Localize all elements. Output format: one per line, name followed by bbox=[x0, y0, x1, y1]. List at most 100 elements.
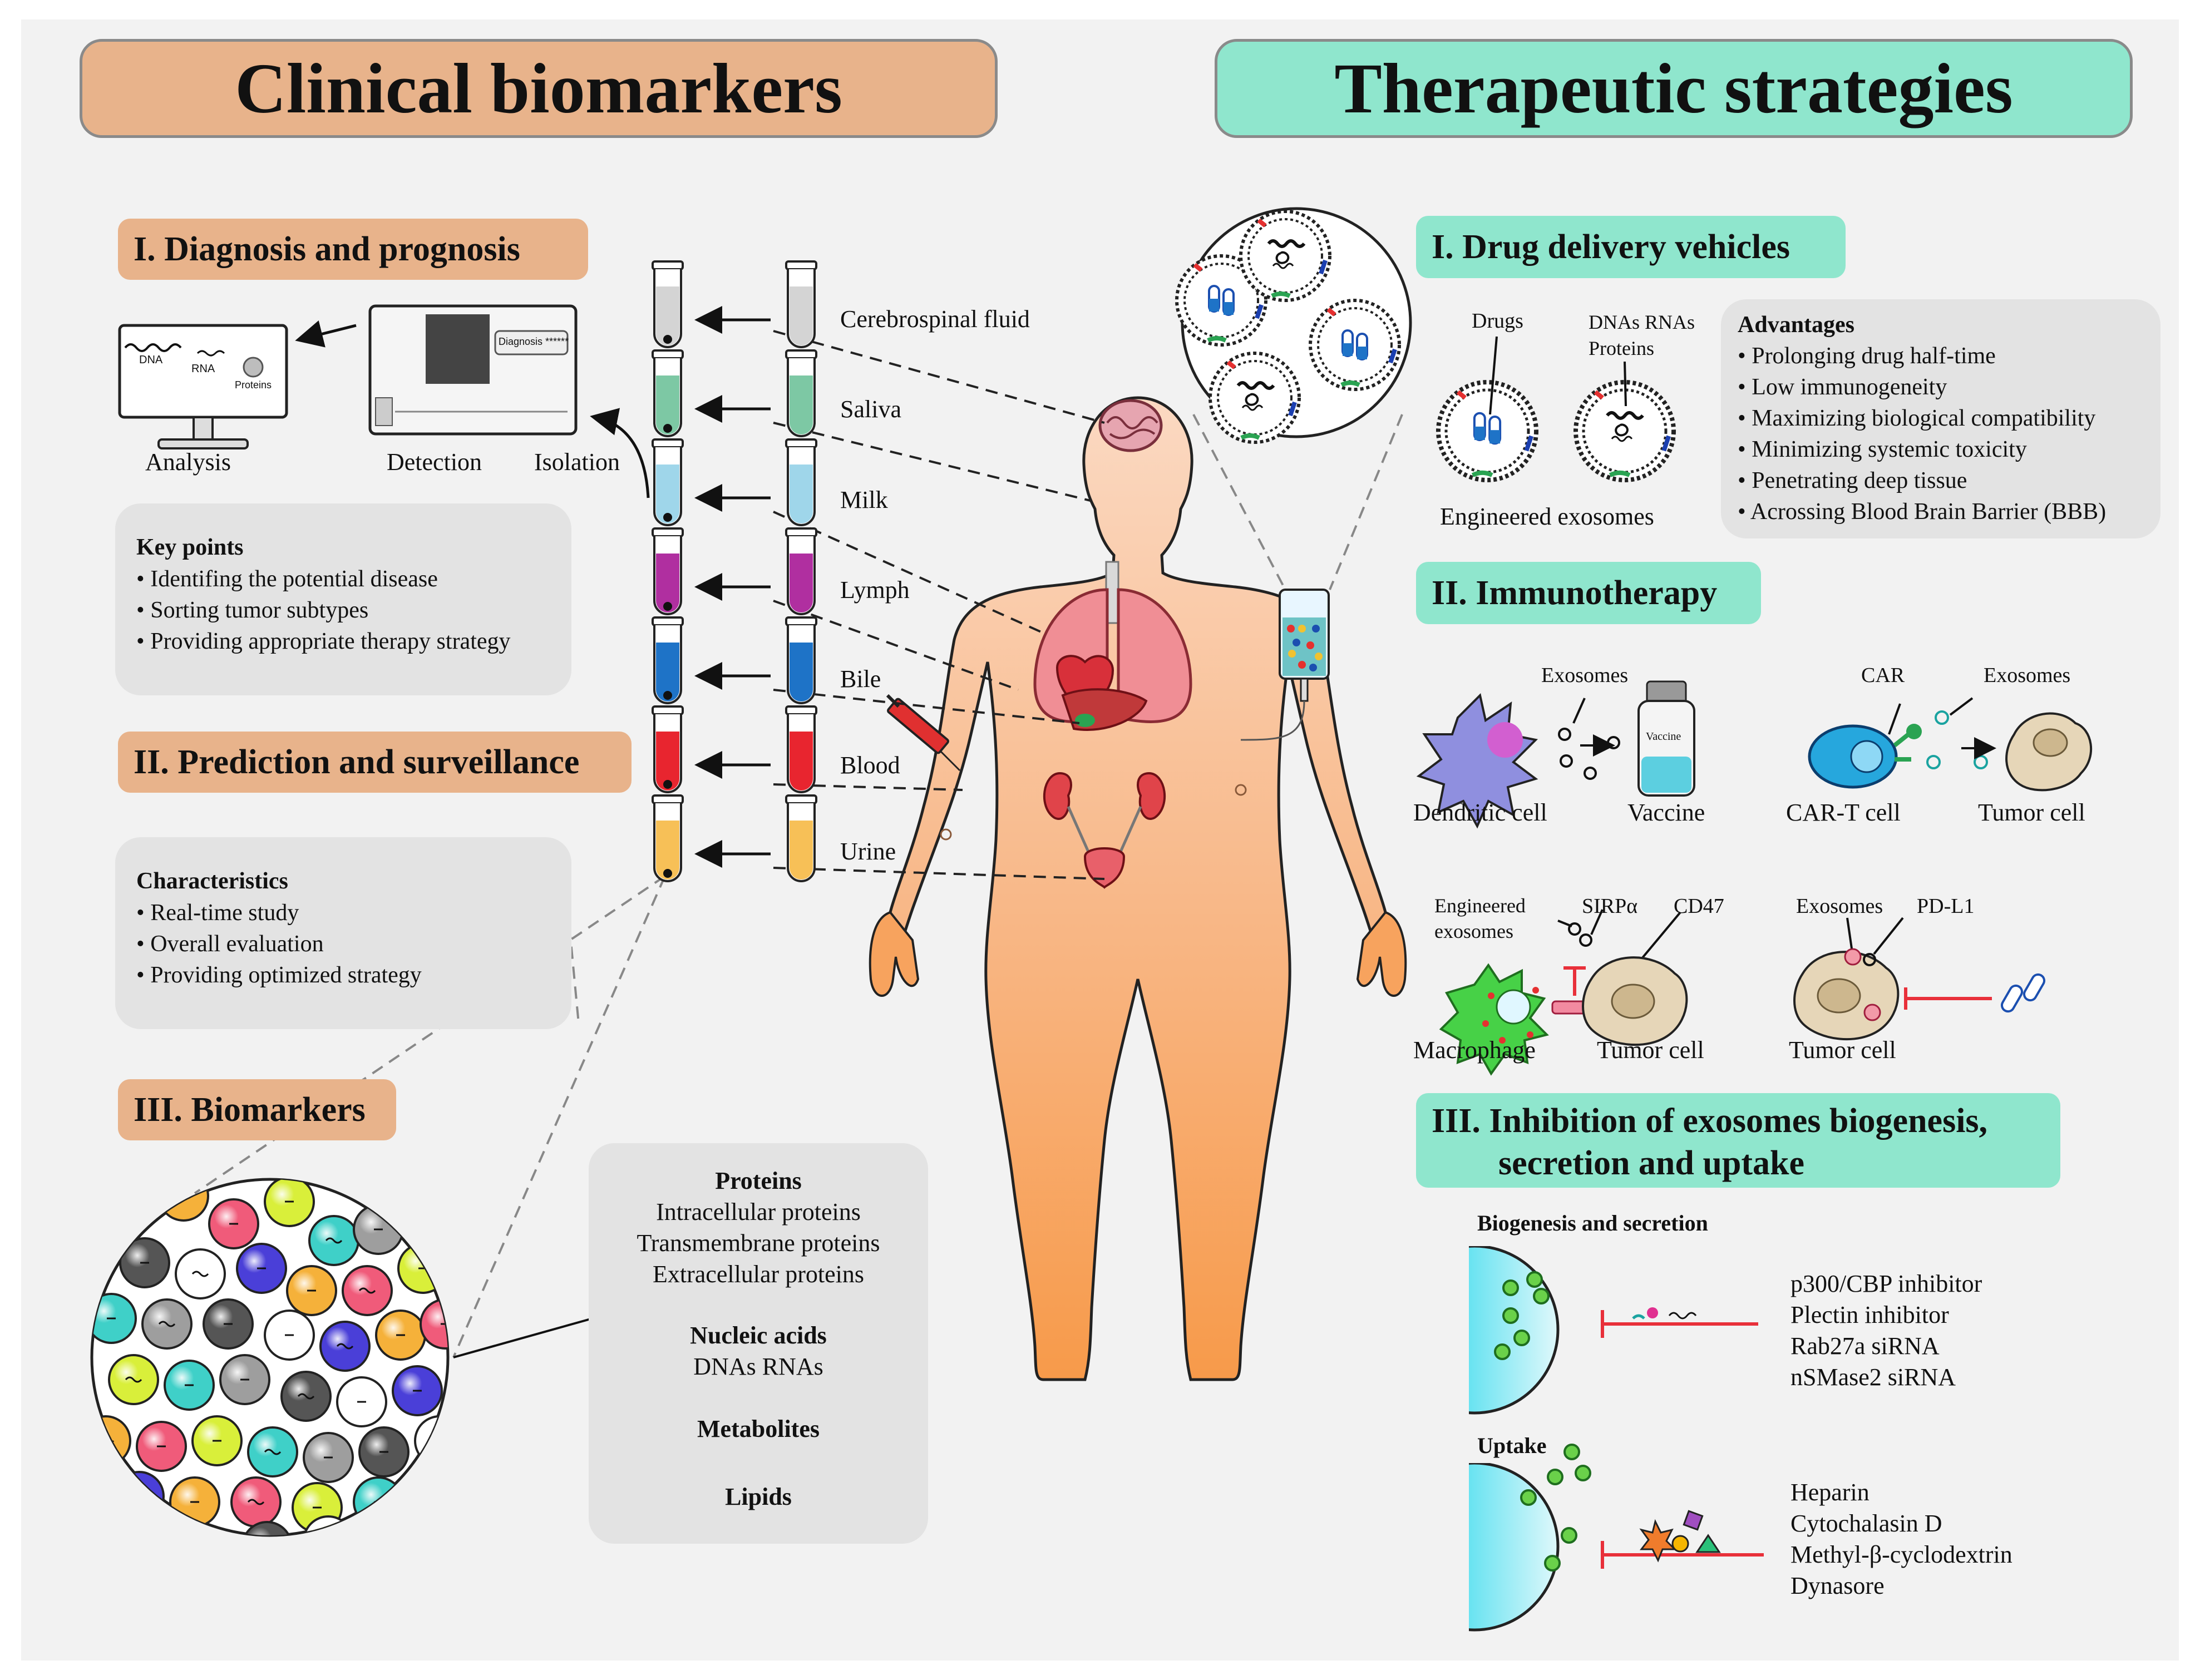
biogenesis-cell-icon bbox=[1469, 1246, 1560, 1415]
dendritic-cell-icon bbox=[1416, 693, 1538, 829]
inhibition-section-title: III. Inhibition of exosomes biogenesis, … bbox=[1416, 1093, 2060, 1188]
drug-capsules-icon bbox=[2001, 973, 2045, 1013]
advantage-item: • Maximizing biological compatibility bbox=[1738, 406, 2096, 431]
vaccine-bottle-icon bbox=[1637, 680, 1695, 797]
biomarker-sphere bbox=[175, 1248, 226, 1299]
test-tube bbox=[652, 260, 684, 348]
advantage-item: • Penetrating deep tissue bbox=[1738, 468, 1967, 493]
biogenesis-title: Biogenesis and secretion bbox=[1477, 1210, 1708, 1236]
key-point-item: • Providing appropriate therapy strategy bbox=[136, 629, 511, 654]
exosome-icon bbox=[1208, 352, 1301, 444]
exosome-icon bbox=[1175, 254, 1267, 347]
engineered-exosomes-small-label: Engineered exosomes bbox=[1434, 893, 1526, 944]
inhibitor-item: Methyl-β-cyclodextrin bbox=[1790, 1541, 2012, 1568]
biomarker-sphere bbox=[136, 1421, 187, 1472]
biomarker-sphere bbox=[397, 1243, 448, 1294]
test-tube bbox=[785, 527, 817, 615]
uptake-inhibitor-list: Heparin Cytochalasin D Methyl-β-cyclodex… bbox=[1790, 1477, 2012, 1602]
inhibitor-item: p300/CBP inhibitor bbox=[1790, 1270, 1982, 1297]
human-body-figure bbox=[869, 396, 1407, 1381]
inhibitor-item: nSMase2 siRNA bbox=[1790, 1363, 1956, 1391]
biomarker-sphere bbox=[119, 1237, 170, 1288]
biomarker-item: Intracellular proteins bbox=[656, 1198, 861, 1226]
key-points-box: Key points • Identifing the potential di… bbox=[115, 503, 571, 695]
biomarker-sphere bbox=[230, 1476, 282, 1528]
prediction-section-title: II. Prediction and surveillance bbox=[118, 732, 632, 793]
cargo-label: Proteins bbox=[1589, 337, 1655, 359]
diagnosis-section-title: I. Diagnosis and prognosis bbox=[118, 219, 588, 280]
car-label: CAR bbox=[1861, 664, 1905, 687]
biomarker-group-title: Metabolites bbox=[697, 1415, 820, 1442]
test-tubes bbox=[652, 260, 817, 882]
biomarker-sphere bbox=[319, 1321, 371, 1372]
characteristics-list: • Real-time study • Overall evaluation •… bbox=[136, 897, 550, 991]
iv-bag-icon bbox=[1240, 589, 1330, 741]
car-t-cell-label: CAR-T cell bbox=[1786, 799, 1901, 826]
characteristic-item: • Real-time study bbox=[136, 900, 299, 926]
advantage-item: • Low immunogeneity bbox=[1738, 374, 1947, 400]
biomarker-group-title: Lipids bbox=[725, 1483, 792, 1510]
biomarker-sphere bbox=[247, 1426, 298, 1478]
biomarker-sphere bbox=[342, 1265, 393, 1316]
biomarker-sphere bbox=[191, 1415, 243, 1466]
biomarker-sphere bbox=[236, 1243, 287, 1294]
inhibitor-item: Heparin bbox=[1790, 1479, 1869, 1506]
vaccine-bottle-label: Vaccine bbox=[1646, 730, 1681, 743]
biomarker-sphere bbox=[308, 1215, 359, 1266]
test-tube bbox=[785, 438, 817, 526]
fluid-label: Saliva bbox=[840, 396, 901, 423]
analysis-monitor-icon bbox=[118, 324, 288, 449]
monitor-rna-label: RNA bbox=[191, 363, 215, 375]
characteristics-box: Characteristics • Real-time study • Over… bbox=[115, 837, 571, 1029]
test-tube bbox=[652, 438, 684, 526]
test-tube bbox=[785, 794, 817, 882]
fluid-label: Milk bbox=[840, 486, 888, 513]
biomarker-sphere bbox=[203, 1298, 254, 1350]
inhibitor-item: Dynasore bbox=[1790, 1572, 1885, 1599]
inhibitor-molecules-icon bbox=[1632, 1307, 1721, 1563]
car-t-cell-icon bbox=[1808, 724, 1922, 789]
analysis-label: Analysis bbox=[145, 448, 231, 476]
vaccine-label: Vaccine bbox=[1627, 799, 1705, 826]
device-screen-label: Diagnosis ****** bbox=[499, 336, 569, 347]
exosome-icon bbox=[1309, 299, 1401, 391]
cargo-label: DNAs RNAs bbox=[1589, 311, 1695, 333]
fluid-label: Lymph bbox=[840, 576, 910, 604]
test-tube bbox=[652, 705, 684, 793]
key-points-title: Key points bbox=[136, 535, 244, 560]
uptake-title: Uptake bbox=[1477, 1433, 1547, 1458]
tumor-cell-macrophage-target bbox=[1582, 956, 1688, 1046]
test-tube bbox=[652, 349, 684, 437]
monitor-dna-label: DNA bbox=[139, 354, 163, 366]
biomarker-sphere bbox=[264, 1179, 315, 1227]
pd-l1-label: PD-L1 bbox=[1917, 895, 1975, 918]
key-point-item: • Identifing the potential disease bbox=[136, 566, 438, 592]
clinical-biomarkers-header: Clinical biomarkers bbox=[80, 39, 998, 138]
biomarker-sphere bbox=[264, 1310, 315, 1361]
biomarker-sphere bbox=[219, 1354, 270, 1405]
exosomes-label: Exosomes bbox=[1796, 895, 1883, 918]
advantages-box: Advantages • Prolonging drug half-time •… bbox=[1721, 299, 2160, 538]
biomarker-sphere bbox=[303, 1515, 354, 1535]
biomarker-sphere bbox=[186, 1526, 237, 1535]
biomarker-group-title: Nucleic acids bbox=[690, 1322, 827, 1349]
exosome-icon bbox=[1436, 380, 1538, 482]
biomarker-sphere bbox=[164, 1360, 215, 1411]
macrophage-icon bbox=[1439, 963, 1549, 1076]
tumor-cell-label: Tumor cell bbox=[1789, 1036, 1896, 1064]
advantage-item: • Minimizing systemic toxicity bbox=[1738, 437, 2027, 462]
biomarker-group-title: Proteins bbox=[715, 1167, 802, 1194]
key-point-item: • Sorting tumor subtypes bbox=[136, 597, 369, 623]
detection-label: Detection bbox=[387, 448, 482, 476]
inhibition-title-line1: III. Inhibition of exosomes biogenesis, bbox=[1432, 1102, 1988, 1140]
key-points-list: • Identifing the potential disease • Sor… bbox=[136, 564, 550, 657]
drug-delivery-section-title: I. Drug delivery vehicles bbox=[1416, 216, 1846, 278]
test-tube bbox=[785, 260, 817, 348]
biomarker-item: DNAs RNAs bbox=[693, 1353, 823, 1380]
biomarker-sphere bbox=[280, 1371, 332, 1422]
test-tube bbox=[652, 527, 684, 615]
fluid-label: Urine bbox=[840, 838, 896, 865]
detection-machine-icon bbox=[368, 304, 578, 436]
biomarker-sphere bbox=[414, 1415, 448, 1466]
